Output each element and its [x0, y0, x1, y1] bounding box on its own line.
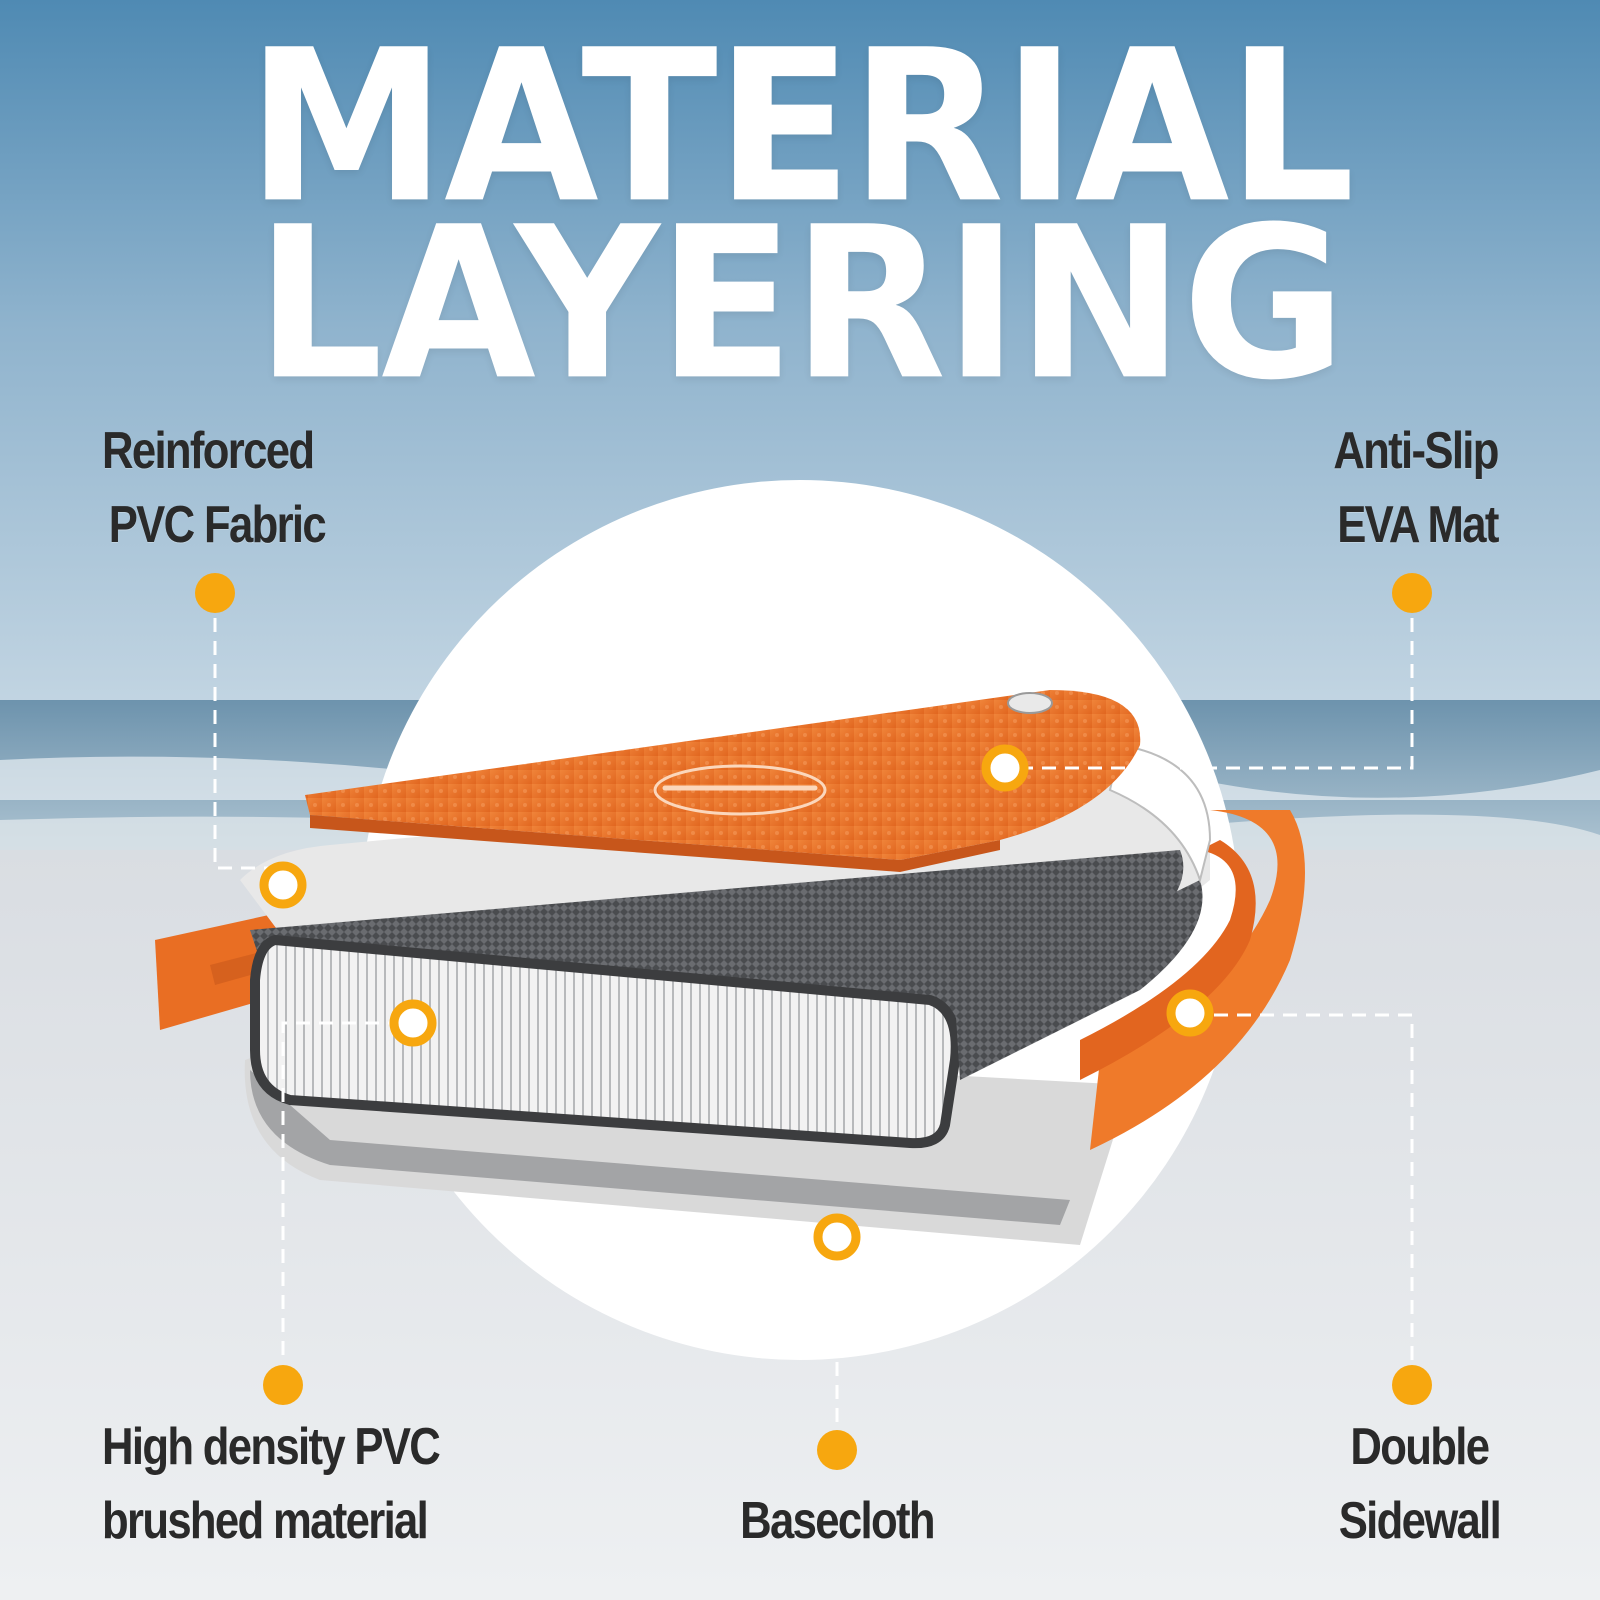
headline-line-2: LAYERING: [255, 182, 1347, 427]
callout-antislip-line-1: Anti-Slip: [1333, 422, 1500, 480]
drop-stitch-core: [250, 934, 961, 1149]
callout-highdensity-line-2: brushed material: [102, 1492, 429, 1550]
ring-marker-highdensity: [389, 999, 437, 1047]
callout-anti-slip-eva-mat: Anti-Slip EVA Mat: [1333, 414, 1500, 562]
valve-icon: [1007, 692, 1053, 714]
callout-basecloth-line-1: Basecloth: [740, 1492, 935, 1550]
double-sidewall-band: [1090, 810, 1305, 1150]
callout-sidewall-line-2: Sidewall: [1338, 1492, 1502, 1550]
marker-dot-sidewall: [1392, 1365, 1432, 1405]
connector-sidewall: [1190, 1013, 1414, 1383]
callout-double-sidewall: Double Sidewall: [1338, 1410, 1502, 1558]
connector-lines: [213, 595, 1414, 1445]
callout-sidewall-line-1: Double: [1350, 1418, 1490, 1476]
connector-antislip: [1005, 595, 1414, 770]
ring-marker-antislip: [981, 744, 1029, 792]
brand-logo-mark: [653, 764, 827, 816]
callout-reinforced-line-1: Reinforced: [102, 422, 315, 480]
callout-reinforced-line-2: PVC Fabric: [108, 496, 327, 554]
callout-highdensity-line-1: High density PVC: [102, 1418, 441, 1476]
marker-dot-basecloth: [817, 1430, 857, 1470]
board-layers-illustration: [155, 690, 1305, 1245]
callout-antislip-line-2: EVA Mat: [1337, 496, 1499, 554]
marker-dot-highdensity: [263, 1365, 303, 1405]
ring-marker-basecloth: [813, 1213, 861, 1261]
callout-reinforced-pvc-fabric: Reinforced PVC Fabric: [102, 414, 327, 562]
headline-line-1: MATERIAL: [247, 5, 1355, 250]
connector-highdensity: [281, 1021, 410, 1355]
marker-dot-antislip: [1392, 573, 1432, 613]
callout-high-density-pvc: High density PVC brushed material: [102, 1410, 441, 1558]
eva-mat-layer: [305, 690, 1141, 860]
ring-marker-reinforced: [259, 861, 307, 909]
marker-dot-reinforced: [195, 573, 235, 613]
ring-marker-sidewall: [1166, 989, 1214, 1037]
callout-basecloth: Basecloth: [669, 1484, 1005, 1558]
